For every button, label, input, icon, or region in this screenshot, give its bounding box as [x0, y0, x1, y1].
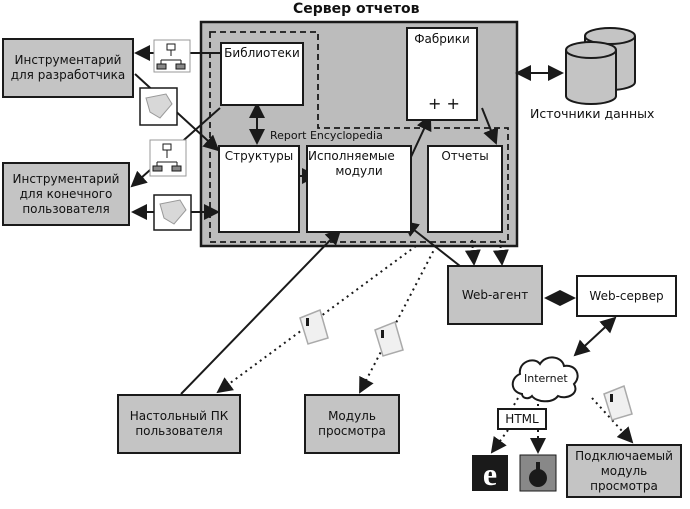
developer-tools-label-1: Инструментарий	[14, 53, 122, 67]
plugin-viewer-box: Подключаемый модуль просмотра	[566, 444, 682, 498]
desktop-pc-box: Настольный ПК пользователя	[117, 394, 241, 454]
schema-icon	[149, 139, 187, 177]
developer-tools-box: Инструментарий для разработчика	[2, 38, 134, 98]
libraries-box: Библиотеки	[220, 42, 304, 106]
desktop-pc-label-2: пользователя	[135, 424, 223, 438]
browser-icon	[519, 454, 557, 492]
dotted-internet-plugin	[591, 397, 634, 444]
diagram-title: Сервер отчетов	[293, 1, 420, 17]
html-box: HTML	[497, 408, 547, 430]
dotted-reports-webagent-2	[492, 239, 509, 266]
encyclopedia-label: Report Encyclopedia	[270, 129, 383, 142]
structures-label: Структуры	[224, 149, 294, 163]
dotted-reports-webagent-1	[464, 239, 481, 266]
viewer-module-box: Модуль просмотра	[304, 394, 400, 454]
internet-cloud-icon	[511, 356, 579, 403]
ie-browser-icon: e	[472, 455, 508, 492]
enduser-tools-label-2: для конечного	[19, 186, 113, 201]
factory-plus-signs: + +	[428, 94, 460, 113]
developer-tools-label-2: для разработчика	[10, 68, 126, 82]
arrow-factories-reports	[481, 107, 499, 145]
libraries-label: Библиотеки	[224, 46, 300, 60]
report-document-icon	[603, 384, 633, 421]
plugin-viewer-label-2: модуль	[600, 463, 648, 478]
svg-text:e: e	[483, 456, 497, 492]
arrow-desktop-executables	[180, 228, 342, 395]
factories-box: Фабрики	[406, 27, 478, 121]
structure-file-icon	[153, 194, 192, 231]
executables-label-1: Исполняемые	[308, 149, 395, 163]
html-label: HTML	[505, 411, 539, 426]
desktop-pc-label-1: Настольный ПК	[129, 409, 229, 423]
schema-icon	[153, 39, 191, 73]
data-sources-label: Источники данных	[530, 106, 655, 121]
dotted-html-ie	[490, 429, 509, 454]
data-sources-icon	[565, 27, 636, 105]
plugin-viewer-label-1: Подключаемый	[575, 448, 673, 463]
report-document-icon	[374, 320, 404, 357]
viewer-module-label-1: Модуль	[328, 409, 376, 423]
web-agent-label: Web-агент	[461, 287, 529, 302]
report-document-icon	[299, 308, 329, 345]
enduser-tools-box: Инструментарий для конечного пользовател…	[2, 162, 130, 226]
enduser-tools-label-3: пользователя	[22, 201, 110, 216]
plugin-viewer-label-3: просмотра	[590, 478, 658, 493]
viewer-module-label-2: просмотра	[318, 424, 386, 438]
structure-file-icon	[139, 87, 178, 126]
reports-label: Отчеты	[441, 149, 489, 163]
factories-label: Фабрики	[414, 32, 470, 46]
dotted-reports-viewer	[359, 245, 437, 394]
dotted-reports-desktop	[216, 245, 417, 394]
arrow-webserver-internet	[573, 316, 617, 357]
web-server-label: Web-сервер	[589, 288, 664, 303]
web-agent-box: Web-агент	[447, 265, 543, 325]
internet-label: Internet	[524, 372, 568, 385]
encyclopedia-region	[209, 31, 509, 243]
executables-box: Исполняемые модули	[306, 145, 412, 233]
structures-box: Структуры	[218, 145, 300, 233]
enduser-tools-label-1: Инструментарий	[12, 171, 120, 186]
reports-box: Отчеты	[427, 145, 503, 233]
arrow-webagent-executables	[402, 220, 461, 267]
executables-label-2: модули	[335, 164, 383, 178]
web-server-box: Web-сервер	[576, 275, 677, 317]
